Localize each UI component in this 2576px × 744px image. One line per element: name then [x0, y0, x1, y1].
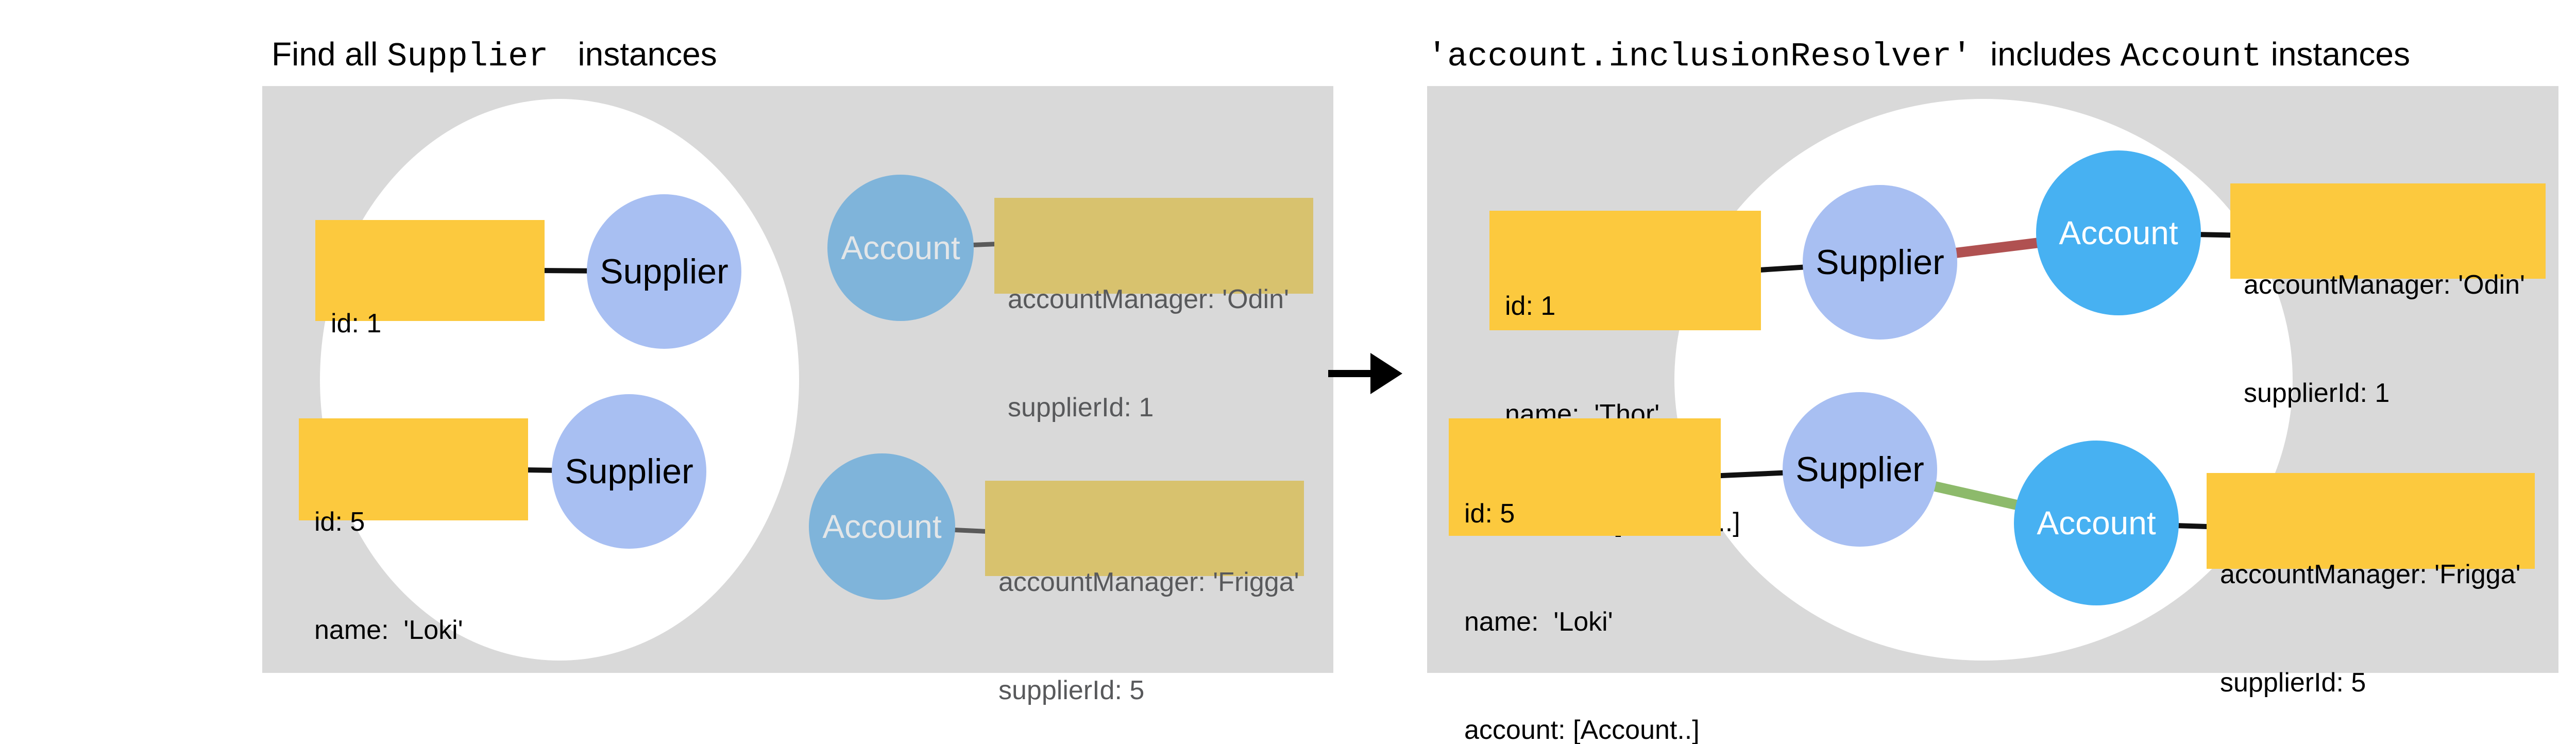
- right-arrow-icon: [1328, 353, 1402, 394]
- account-node-label: Account: [841, 229, 960, 266]
- caption-right: 'account.inclusionResolver' includes Acc…: [1427, 35, 2410, 76]
- caption-right-plain-1: includes: [1972, 36, 2121, 73]
- right-panel: Supplier Supplier Account Account id: 1 …: [1427, 86, 2558, 744]
- caption-left: Find all Supplier instances: [272, 35, 717, 76]
- supplier-node-label: Supplier: [1795, 450, 1924, 489]
- attribute-box-odin: accountManager: 'Odin' supplierId: 1: [2230, 183, 2546, 408]
- arrow-head: [1370, 353, 1402, 394]
- supplier-node-loki: Supplier: [552, 394, 706, 549]
- attribute-line: id: 1: [331, 309, 382, 339]
- attribute-box-thor: id: 1 name: 'Thor': [315, 220, 545, 447]
- attribute-line: supplierId: 5: [998, 675, 1145, 705]
- attribute-line: name: 'Loki': [1464, 607, 1613, 637]
- attribute-box-frigga: accountManager: 'Frigga' supplierId: 5: [985, 481, 1304, 705]
- attribute-line: accountManager: 'Frigga': [2220, 560, 2521, 589]
- attribute-line: name: 'Loki': [314, 615, 463, 645]
- caption-right-code-resolver: 'account.inclusionResolver': [1427, 38, 1972, 76]
- attribute-line: supplierId: 5: [2220, 668, 2366, 698]
- account-node-frigga: Account: [2014, 441, 2179, 605]
- supplier-node-label: Supplier: [565, 452, 693, 491]
- attribute-line: account: [Account..]: [1464, 715, 1700, 744]
- account-node-label: Account: [2037, 504, 2156, 542]
- attribute-line: id: 5: [314, 507, 365, 537]
- attribute-line: accountManager: 'Frigga': [998, 567, 1299, 597]
- caption-right-plain-2: instances: [2261, 36, 2410, 73]
- account-node-frigga: Account: [809, 453, 955, 600]
- supplier-node-thor: Supplier: [587, 194, 741, 349]
- attribute-line: accountManager: 'Odin': [2244, 270, 2525, 300]
- caption-left-plain-1: Find all: [272, 36, 387, 73]
- left-panel: Supplier Supplier Account Account id: 1 …: [262, 86, 1333, 705]
- caption-left-code-supplier: Supplier: [387, 38, 569, 76]
- attribute-line: accountManager: 'Odin': [1008, 284, 1289, 314]
- account-node-odin: Account: [827, 175, 974, 321]
- supplier-node-loki: Supplier: [1783, 392, 1937, 547]
- supplier-node-label: Supplier: [600, 252, 728, 291]
- attribute-box-frigga: accountManager: 'Frigga' supplierId: 5: [2207, 473, 2535, 698]
- attribute-box-thor: id: 1 name: 'Thor' account: [Account..]: [1489, 211, 1761, 537]
- attribute-line: supplierId: 1: [2244, 378, 2390, 408]
- attribute-line: id: 1: [1505, 291, 1556, 321]
- transform-arrow: [1324, 337, 1406, 412]
- attribute-line: id: 5: [1464, 499, 1515, 529]
- supplier-node-thor: Supplier: [1803, 185, 1957, 340]
- left-venn-ellipse: [320, 99, 799, 661]
- caption-right-code-account: Account: [2120, 38, 2262, 76]
- supplier-node-label: Supplier: [1816, 243, 1944, 282]
- account-node-label: Account: [2059, 214, 2178, 251]
- account-node-label: Account: [822, 508, 942, 545]
- caption-left-plain-2: instances: [568, 36, 717, 73]
- attribute-line: supplierId: 1: [1008, 393, 1154, 422]
- attribute-box-odin: accountManager: 'Odin' supplierId: 1: [994, 198, 1313, 422]
- attribute-box-loki: id: 5 name: 'Loki': [299, 418, 528, 645]
- attribute-box-loki: id: 5 name: 'Loki' account: [Account..]: [1449, 418, 1721, 744]
- account-node-odin: Account: [2036, 150, 2201, 315]
